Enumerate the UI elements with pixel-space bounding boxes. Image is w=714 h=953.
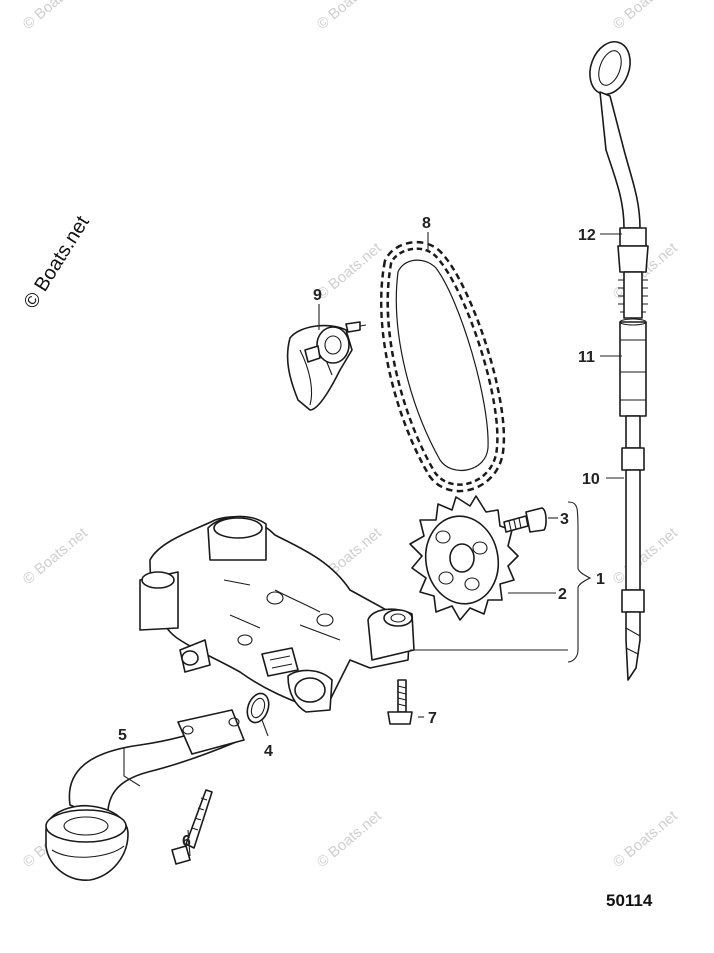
watermark: © Boats.net — [314, 0, 386, 33]
callout-5: 5 — [118, 727, 127, 744]
brand-watermark: © Boats.net — [20, 212, 94, 313]
watermark: © Boats.net — [610, 0, 682, 33]
dipstick — [589, 41, 649, 319]
watermark: © Boats.net — [610, 524, 682, 588]
callout-1: 1 — [596, 571, 605, 588]
watermark: © Boats.net — [314, 807, 386, 871]
o-ring — [246, 692, 270, 724]
callout-6: 6 — [182, 833, 191, 850]
pickup-tube-bolt — [171, 789, 213, 865]
pump-mounting-bolt — [387, 679, 413, 725]
watermark: © Boats.net — [20, 0, 92, 33]
sprocket-bolt — [503, 507, 547, 533]
figure-number: 50114 — [606, 891, 653, 910]
callout-12: 12 — [578, 227, 596, 244]
watermark: © Boats.net — [314, 239, 386, 303]
callout-3: 3 — [560, 511, 569, 528]
oil-pump-sprocket — [409, 495, 519, 621]
callout-8: 8 — [422, 215, 431, 232]
callout-4: 4 — [264, 743, 273, 760]
oil-pump-assembly — [139, 515, 415, 713]
chain-tensioner — [286, 321, 367, 411]
callout-2: 2 — [558, 586, 567, 603]
callout-9: 9 — [313, 287, 322, 304]
watermark: © Boats.net — [20, 524, 92, 588]
drive-chain — [379, 241, 506, 493]
leader-lines — [123, 232, 624, 857]
dipstick-tube — [621, 447, 645, 681]
watermark: © Boats.net — [610, 807, 682, 871]
callout-10: 10 — [582, 471, 600, 488]
callout-7: 7 — [428, 710, 437, 727]
dipstick-seal — [619, 318, 647, 449]
oil-pickup-tube — [45, 709, 245, 881]
callout-labels: 1 2 3 4 5 6 7 8 9 10 11 12 — [118, 215, 605, 850]
callout-11: 11 — [578, 349, 595, 366]
